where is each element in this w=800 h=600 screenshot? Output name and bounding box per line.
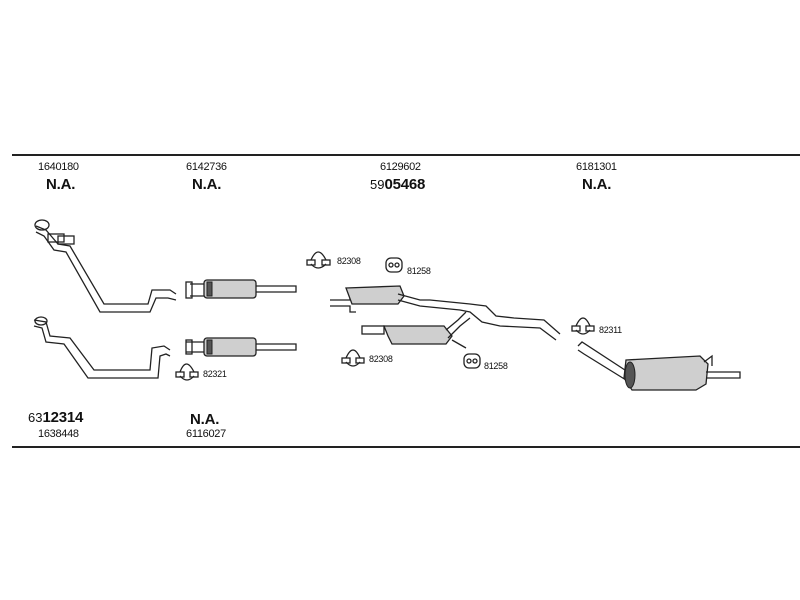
clamp-code-c: 82321 xyxy=(203,369,227,379)
front-silencer-lower xyxy=(185,337,297,357)
availability-front-silencer: N.A. xyxy=(192,176,222,193)
middle-silencer-lower xyxy=(361,311,471,349)
top-divider xyxy=(12,154,800,156)
clamp-code-d: 82311 xyxy=(599,325,622,335)
part-number-front-silencer: 6142736 xyxy=(186,161,227,173)
part-number-rear-silencer: 6181301 xyxy=(576,161,617,173)
part-number-front-pipe: 1640180 xyxy=(38,161,79,173)
part-number-lower-front-pipe: 1638448 xyxy=(38,428,79,440)
code-lower-front-pipe: 6312314 xyxy=(28,410,83,426)
hanger-code-b: 81258 xyxy=(484,361,508,371)
front-silencer-upper xyxy=(185,279,297,299)
middle-silencer-upper xyxy=(330,285,561,341)
rear-silencer xyxy=(577,341,741,391)
clamp-code-b: 82308 xyxy=(369,354,393,364)
availability-lower-silencer: N.A. xyxy=(190,411,220,428)
part-number-lower-silencer: 6116027 xyxy=(186,428,226,440)
front-pipe-upper xyxy=(34,219,177,313)
clamp-a-icon xyxy=(306,251,331,269)
part-number-middle-silencer: 6129602 xyxy=(380,161,421,173)
bottom-divider xyxy=(12,446,800,448)
front-pipe-lower xyxy=(33,316,171,379)
clamp-b-icon xyxy=(341,349,365,367)
code-prefix-middle-silencer: 59 xyxy=(370,177,385,192)
code-prefix-lower-front-pipe: 63 xyxy=(28,410,43,425)
code-middle-silencer: 5905468 xyxy=(370,177,425,193)
clamp-d-icon xyxy=(571,317,595,335)
clamp-code-a: 82308 xyxy=(337,256,361,266)
availability-rear-silencer: N.A. xyxy=(582,176,612,193)
code-main-lower-front-pipe: 12314 xyxy=(42,409,84,426)
availability-front-pipe: N.A. xyxy=(46,176,76,193)
code-main-middle-silencer: 05468 xyxy=(384,176,426,193)
clamp-c-icon xyxy=(175,363,199,381)
hanger-a-icon xyxy=(385,257,403,273)
hanger-b-icon xyxy=(463,353,481,369)
hanger-code-a: 81258 xyxy=(407,266,431,276)
